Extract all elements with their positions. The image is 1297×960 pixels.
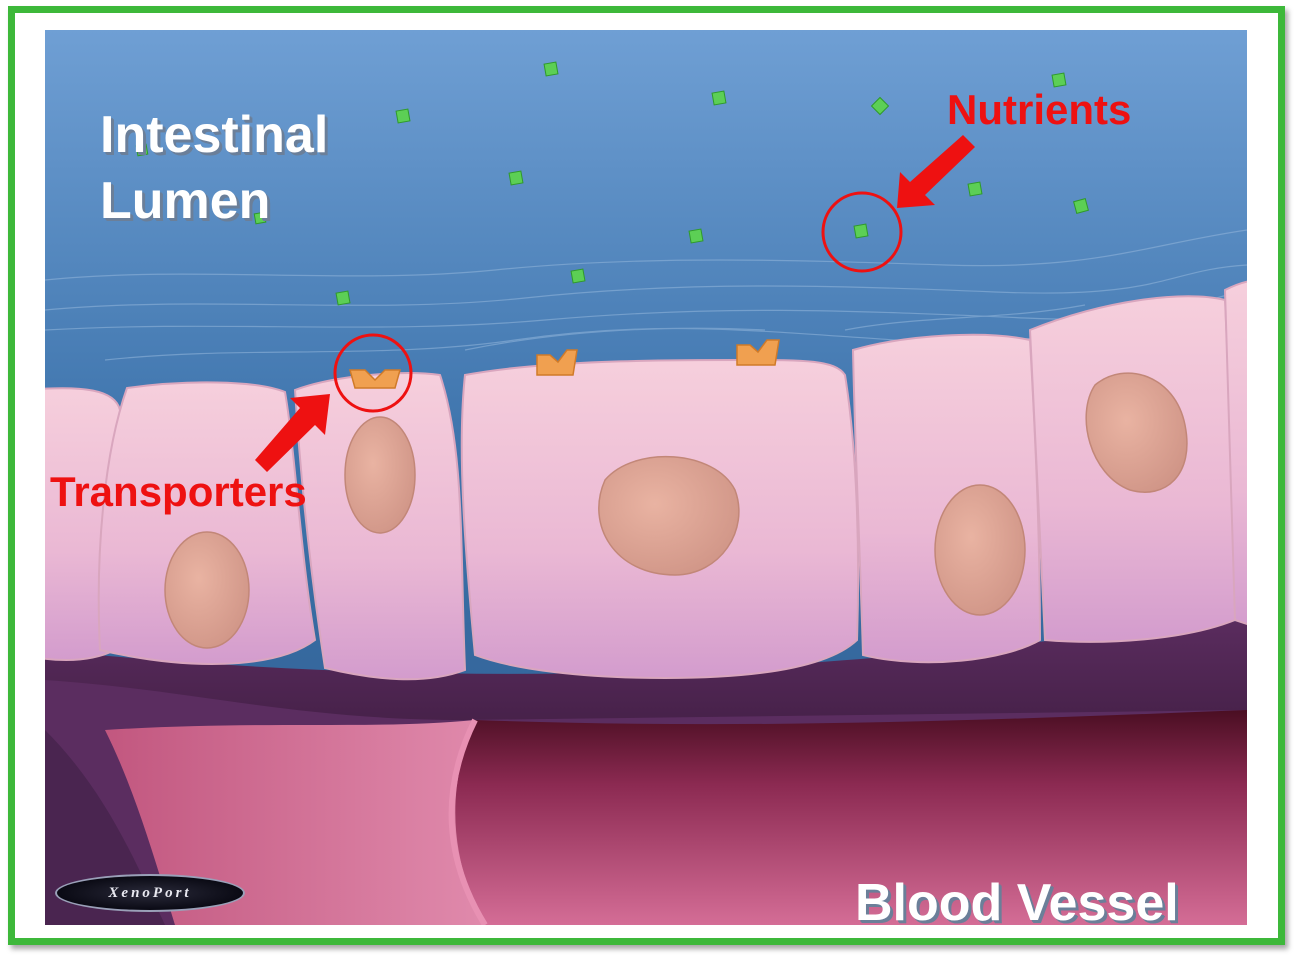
nutrient [1052, 73, 1066, 87]
nutrient [336, 291, 350, 305]
nutrient [1074, 199, 1089, 214]
logo-text: XenoPort [108, 885, 191, 902]
intestinal-lumen-label: Intestinal Lumen [100, 102, 328, 234]
nucleus-4 [935, 485, 1025, 615]
nutrient [509, 171, 523, 185]
nucleus-2 [345, 417, 415, 533]
nutrient [712, 91, 726, 105]
transporters-label: Transporters [50, 468, 307, 516]
nucleus-1 [165, 532, 249, 648]
blood-vessel-label: Blood Vessel [855, 870, 1179, 936]
nutrient [571, 269, 585, 283]
nutrient [396, 109, 410, 123]
xenoport-logo: XenoPort [55, 874, 245, 912]
nutrient [689, 229, 703, 243]
nutrient [968, 182, 982, 196]
nutrient [544, 62, 558, 76]
nutrient [854, 224, 868, 238]
nutrients-label: Nutrients [947, 86, 1131, 134]
cell-5 [853, 335, 1040, 662]
